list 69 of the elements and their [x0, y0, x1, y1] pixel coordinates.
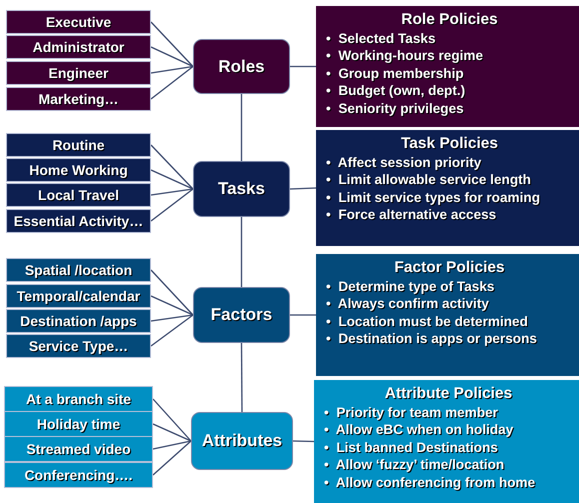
- policy-item: • Location must be determined: [326, 312, 528, 330]
- policy-item: • Limit allowable service length: [326, 171, 531, 189]
- connector-line: [290, 187, 316, 190]
- connector-line: [150, 144, 194, 190]
- policy-item: • Allow conferencing from home: [324, 474, 536, 492]
- category-box: Temporal/calendar: [6, 284, 151, 308]
- panel-heading: Task Policies: [400, 135, 500, 153]
- policy-item: • Determine type of Tasks: [326, 278, 494, 296]
- connector-line: [150, 295, 194, 316]
- category-box: Streamed video: [4, 436, 153, 462]
- policy-panel: [316, 130, 579, 246]
- connector-line: [152, 440, 192, 476]
- category-box: At a branch site: [4, 386, 153, 412]
- connector-line: [150, 66, 194, 74]
- policy-item: • Working-hours regime: [326, 47, 484, 65]
- policy-item: • Allow ‘fuzzy’ time/location: [324, 456, 504, 474]
- policy-panel: [316, 254, 579, 376]
- category-box: Home Working: [6, 158, 151, 182]
- category-box: Essential Activity…: [6, 209, 151, 233]
- policy-panel: [316, 6, 579, 127]
- policy-item: • Affect session priority: [326, 154, 482, 172]
- panel-heading: Factor Policies: [393, 259, 506, 277]
- group-box: Attributes: [191, 412, 293, 470]
- panel-heading: Role Policies: [400, 11, 499, 29]
- connector-line: [240, 343, 243, 412]
- category-box: Conferencing….: [4, 462, 153, 488]
- connector-line: [150, 188, 194, 196]
- policy-item: • Limit service types for roaming: [326, 188, 540, 206]
- category-box: Spatial /location: [6, 258, 151, 282]
- group-box: Factors: [193, 287, 290, 343]
- connector-line: [290, 314, 316, 316]
- connector-line: [150, 270, 194, 316]
- connector-line: [150, 188, 194, 222]
- connector-line: [240, 94, 242, 161]
- policy-item: • Allow eBC when on holiday: [324, 421, 514, 439]
- policy-item: • Force alternative access: [326, 206, 496, 224]
- connector-line: [290, 66, 316, 68]
- connector-line: [292, 440, 314, 442]
- group-box: Roles: [193, 39, 290, 94]
- connector-line: [152, 440, 192, 450]
- connector-line: [152, 398, 192, 442]
- connector-line: [150, 169, 194, 190]
- connector-line: [150, 66, 194, 100]
- policy-item: • Budget (own, dept.): [326, 82, 466, 100]
- connector-line: [150, 46, 194, 68]
- policy-item: • Destination is apps or persons: [326, 330, 537, 348]
- connector-line: [150, 314, 194, 347]
- panel-heading: Attribute Policies: [384, 385, 514, 403]
- policy-item: • Seniority privileges: [326, 100, 464, 118]
- policy-item: • Priority for team member: [324, 404, 498, 422]
- category-box: Holiday time: [4, 411, 153, 437]
- connector-line: [150, 314, 194, 322]
- category-box: Routine: [6, 133, 151, 157]
- policy-panel: [314, 380, 579, 503]
- category-box: Destination /apps: [6, 309, 151, 333]
- connector-line: [152, 423, 192, 442]
- category-box: Administrator: [6, 35, 151, 59]
- category-box: Service Type…: [6, 334, 151, 358]
- policy-item: • List banned Destinations: [324, 438, 498, 456]
- category-box: Executive: [6, 10, 151, 34]
- policy-item: • Selected Tasks: [326, 30, 436, 48]
- connector-line: [240, 217, 242, 287]
- category-box: Engineer: [6, 61, 151, 85]
- category-box: Local Travel: [6, 183, 151, 207]
- category-box: Marketing…: [6, 87, 151, 111]
- connector-line: [150, 22, 194, 67]
- group-box: Tasks: [193, 161, 290, 217]
- policy-item: • Group membership: [326, 64, 464, 82]
- policy-item: • Always confirm activity: [326, 295, 489, 313]
